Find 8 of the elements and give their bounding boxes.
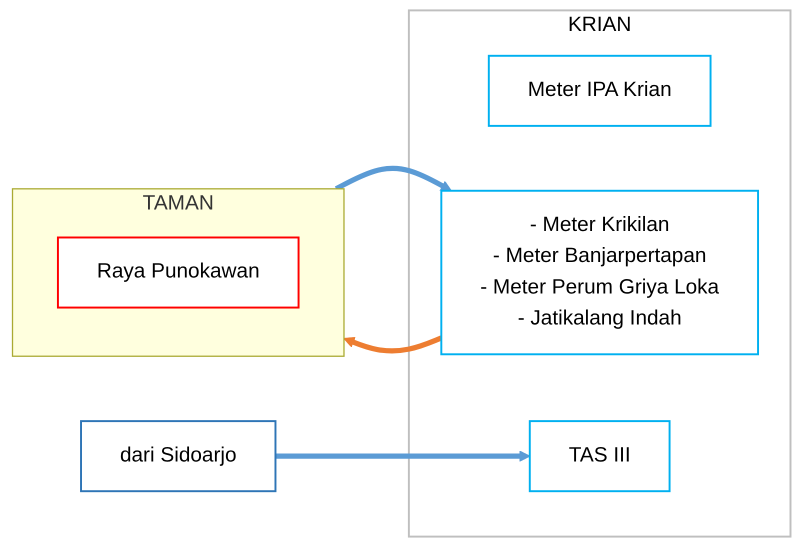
node-box: TAS III xyxy=(528,420,671,492)
node-box: dari Sidoarjo xyxy=(80,420,276,492)
arrow xyxy=(343,336,442,354)
arrow xyxy=(334,166,452,192)
node-box: Meter IPA Krian xyxy=(488,54,712,127)
node-box: - Meter Krikilan - Meter Banjarpertapan - Meter Perum Griya Loka - Jatikalang Indah xyxy=(440,190,760,356)
arrow xyxy=(275,450,530,462)
node-box: Raya Punokawan xyxy=(56,236,300,309)
